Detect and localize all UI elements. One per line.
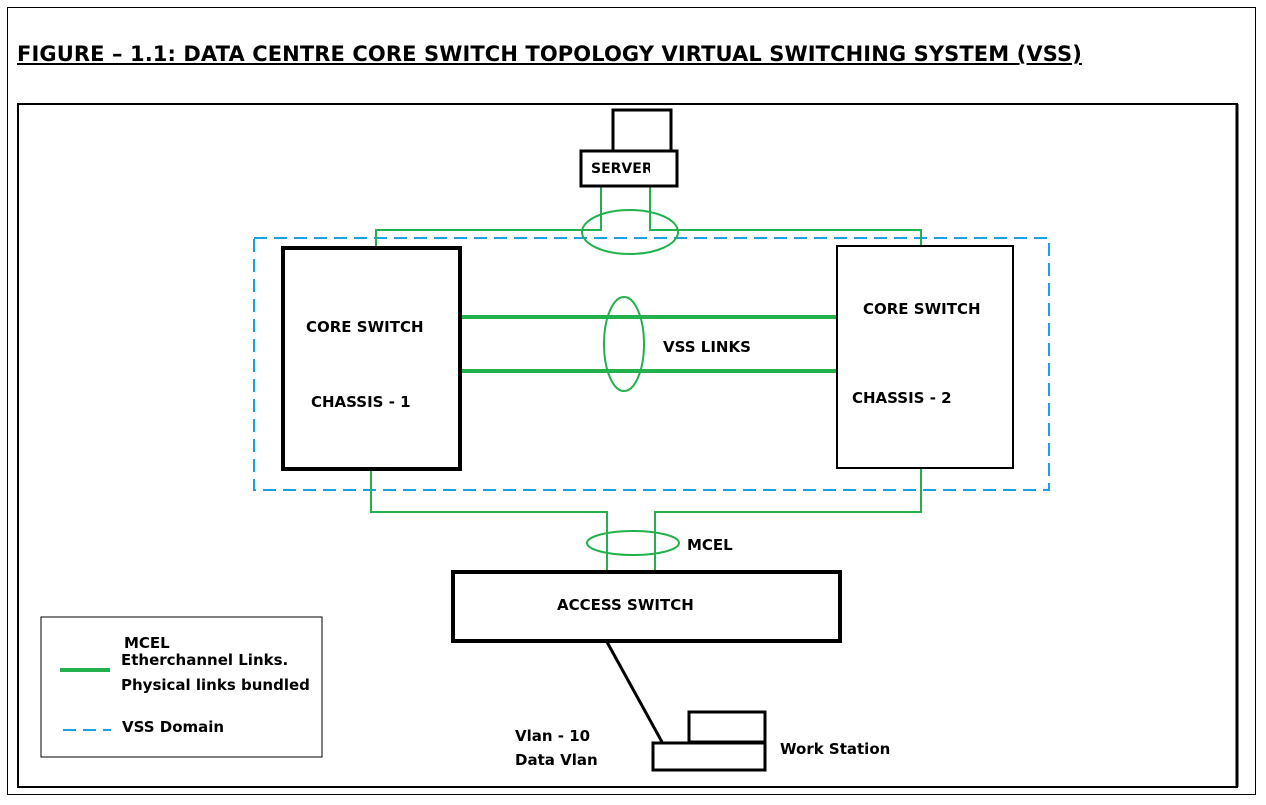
server-link-right xyxy=(649,186,922,247)
legend-mcel-label: MCEL xyxy=(124,634,170,652)
legend-physical-links-label: Physical links bundled xyxy=(121,676,310,694)
figure-title: FIGURE – 1.1: DATA CENTRE CORE SWITCH TO… xyxy=(17,42,1082,66)
work-station-label: Work Station xyxy=(780,740,890,758)
vlan-name-label: Data Vlan xyxy=(515,751,598,769)
legend-etherchannel-label: Etherchannel Links. xyxy=(121,651,288,669)
access-link-left xyxy=(370,468,608,571)
vss-links xyxy=(461,296,837,392)
legend-vss-domain-label: VSS Domain xyxy=(122,718,224,736)
mcel-label: MCEL xyxy=(687,536,733,554)
core-switch-chassis-1 xyxy=(281,246,462,471)
core-switch-chassis-2 xyxy=(836,245,1014,469)
servers-label: SERVERS xyxy=(591,161,663,177)
core-switch-1-label: CORE SWITCH xyxy=(306,318,424,336)
workstation-link xyxy=(605,641,664,743)
core-switch-2-label: CORE SWITCH xyxy=(863,300,981,318)
vss-links-label: VSS LINKS xyxy=(663,338,751,356)
server-etherchannel-bundle xyxy=(581,209,679,255)
computer-icon xyxy=(687,710,767,744)
vss-domain-boundary xyxy=(253,237,1050,491)
chassis-1-label: CHASSIS - 1 xyxy=(311,393,411,411)
access-switch xyxy=(451,570,842,643)
servers-label-mask xyxy=(650,158,674,182)
server-uplinks xyxy=(375,186,922,255)
access-uplinks xyxy=(370,468,922,571)
vss-links-bundle xyxy=(603,296,645,392)
monitor-icon xyxy=(611,108,673,153)
chassis-2-label: CHASSIS - 2 xyxy=(852,389,952,407)
access-switch-label: ACCESS SWITCH xyxy=(557,596,694,614)
legend-box xyxy=(40,616,323,758)
access-link-right xyxy=(654,468,922,571)
vlan-id-label: Vlan - 10 xyxy=(515,727,590,745)
outer-frame xyxy=(7,7,1256,795)
mcel-bundle xyxy=(586,530,680,556)
server-link-left xyxy=(375,186,602,247)
workstation-base xyxy=(651,741,767,772)
